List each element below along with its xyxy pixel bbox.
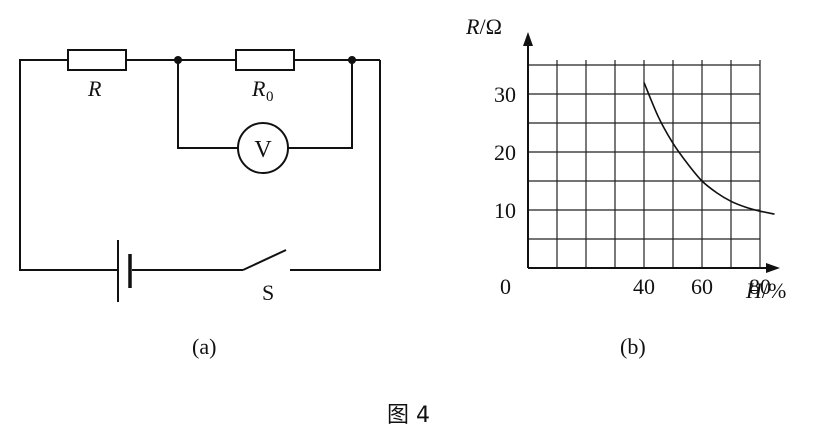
resistor-r [67,49,127,71]
voltmeter-wire [177,60,238,149]
wire-right [290,60,381,271]
circuit-caption: (a) [192,334,216,359]
figure-caption: 图 4 [387,403,430,428]
resistor-r0-subscript: 0 [266,89,274,105]
x-tick-label: 80 [749,274,771,299]
voltmeter-wire-right [288,60,353,149]
y-tick-label: 30 [494,82,516,107]
x-axis-arrow [766,263,780,273]
switch-label: S [262,280,274,305]
switch-lever [242,249,287,271]
chart-ticks: 40 60 80 10 20 30 [494,82,771,299]
x-tick-label: 40 [633,274,655,299]
x-axis-unit: /% [762,278,786,303]
chart-grid [528,60,761,268]
chart-caption: (b) [620,334,646,359]
y-axis-var: R [465,14,480,39]
y-tick-label: 10 [494,198,516,223]
x-tick-label: 60 [691,274,713,299]
x-axis-label: H/% [745,278,786,303]
wire-top-left [19,59,118,271]
resistance-curve [643,82,775,215]
origin-label: 0 [500,274,511,299]
resistor-r0 [235,49,295,71]
voltmeter [237,122,289,174]
y-axis-unit: /Ω [479,14,501,39]
voltmeter-label: V [254,137,272,163]
resistor-r0-label: R [251,76,266,101]
y-axis-label: R/Ω [465,14,502,39]
y-axis-arrow [523,32,533,46]
resistance-humidity-chart: R/Ω H/% 0 40 60 80 10 20 30 (b) [465,14,786,359]
y-tick-label: 20 [494,140,516,165]
circuit-diagram: R R 0 V S (a) [19,49,381,359]
resistor-r-label: R [87,76,102,101]
x-axis-var: H [745,278,763,303]
